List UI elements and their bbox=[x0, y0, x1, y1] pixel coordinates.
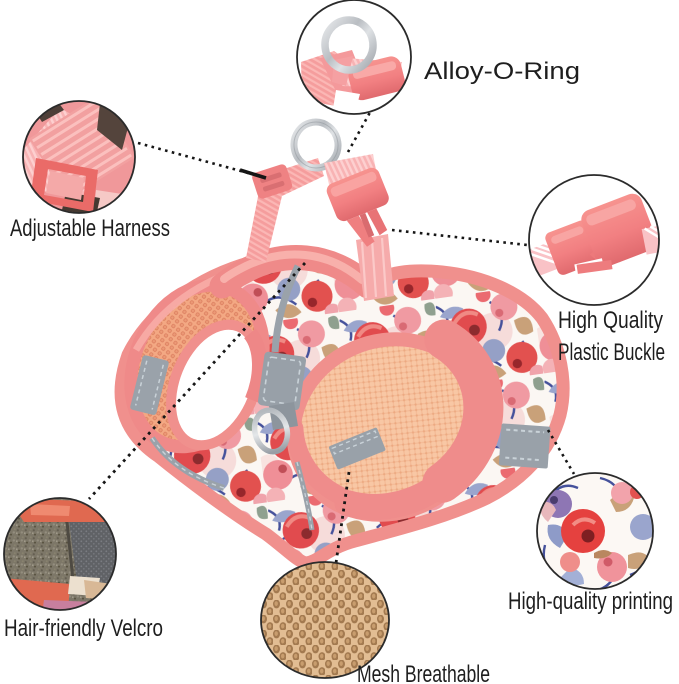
svg-text:Hair-friendly Velcro: Hair-friendly Velcro bbox=[4, 615, 163, 642]
svg-text:High Quality: High Quality bbox=[558, 307, 663, 334]
svg-text:Plastic Buckle: Plastic Buckle bbox=[558, 339, 665, 366]
svg-text:Adjustable Harness: Adjustable Harness bbox=[10, 215, 170, 242]
svg-text:Mesh Breathable: Mesh Breathable bbox=[357, 661, 490, 684]
svg-text:Alloy-O-Ring: Alloy-O-Ring bbox=[424, 58, 580, 85]
svg-text:High-quality printing: High-quality printing bbox=[508, 588, 673, 615]
